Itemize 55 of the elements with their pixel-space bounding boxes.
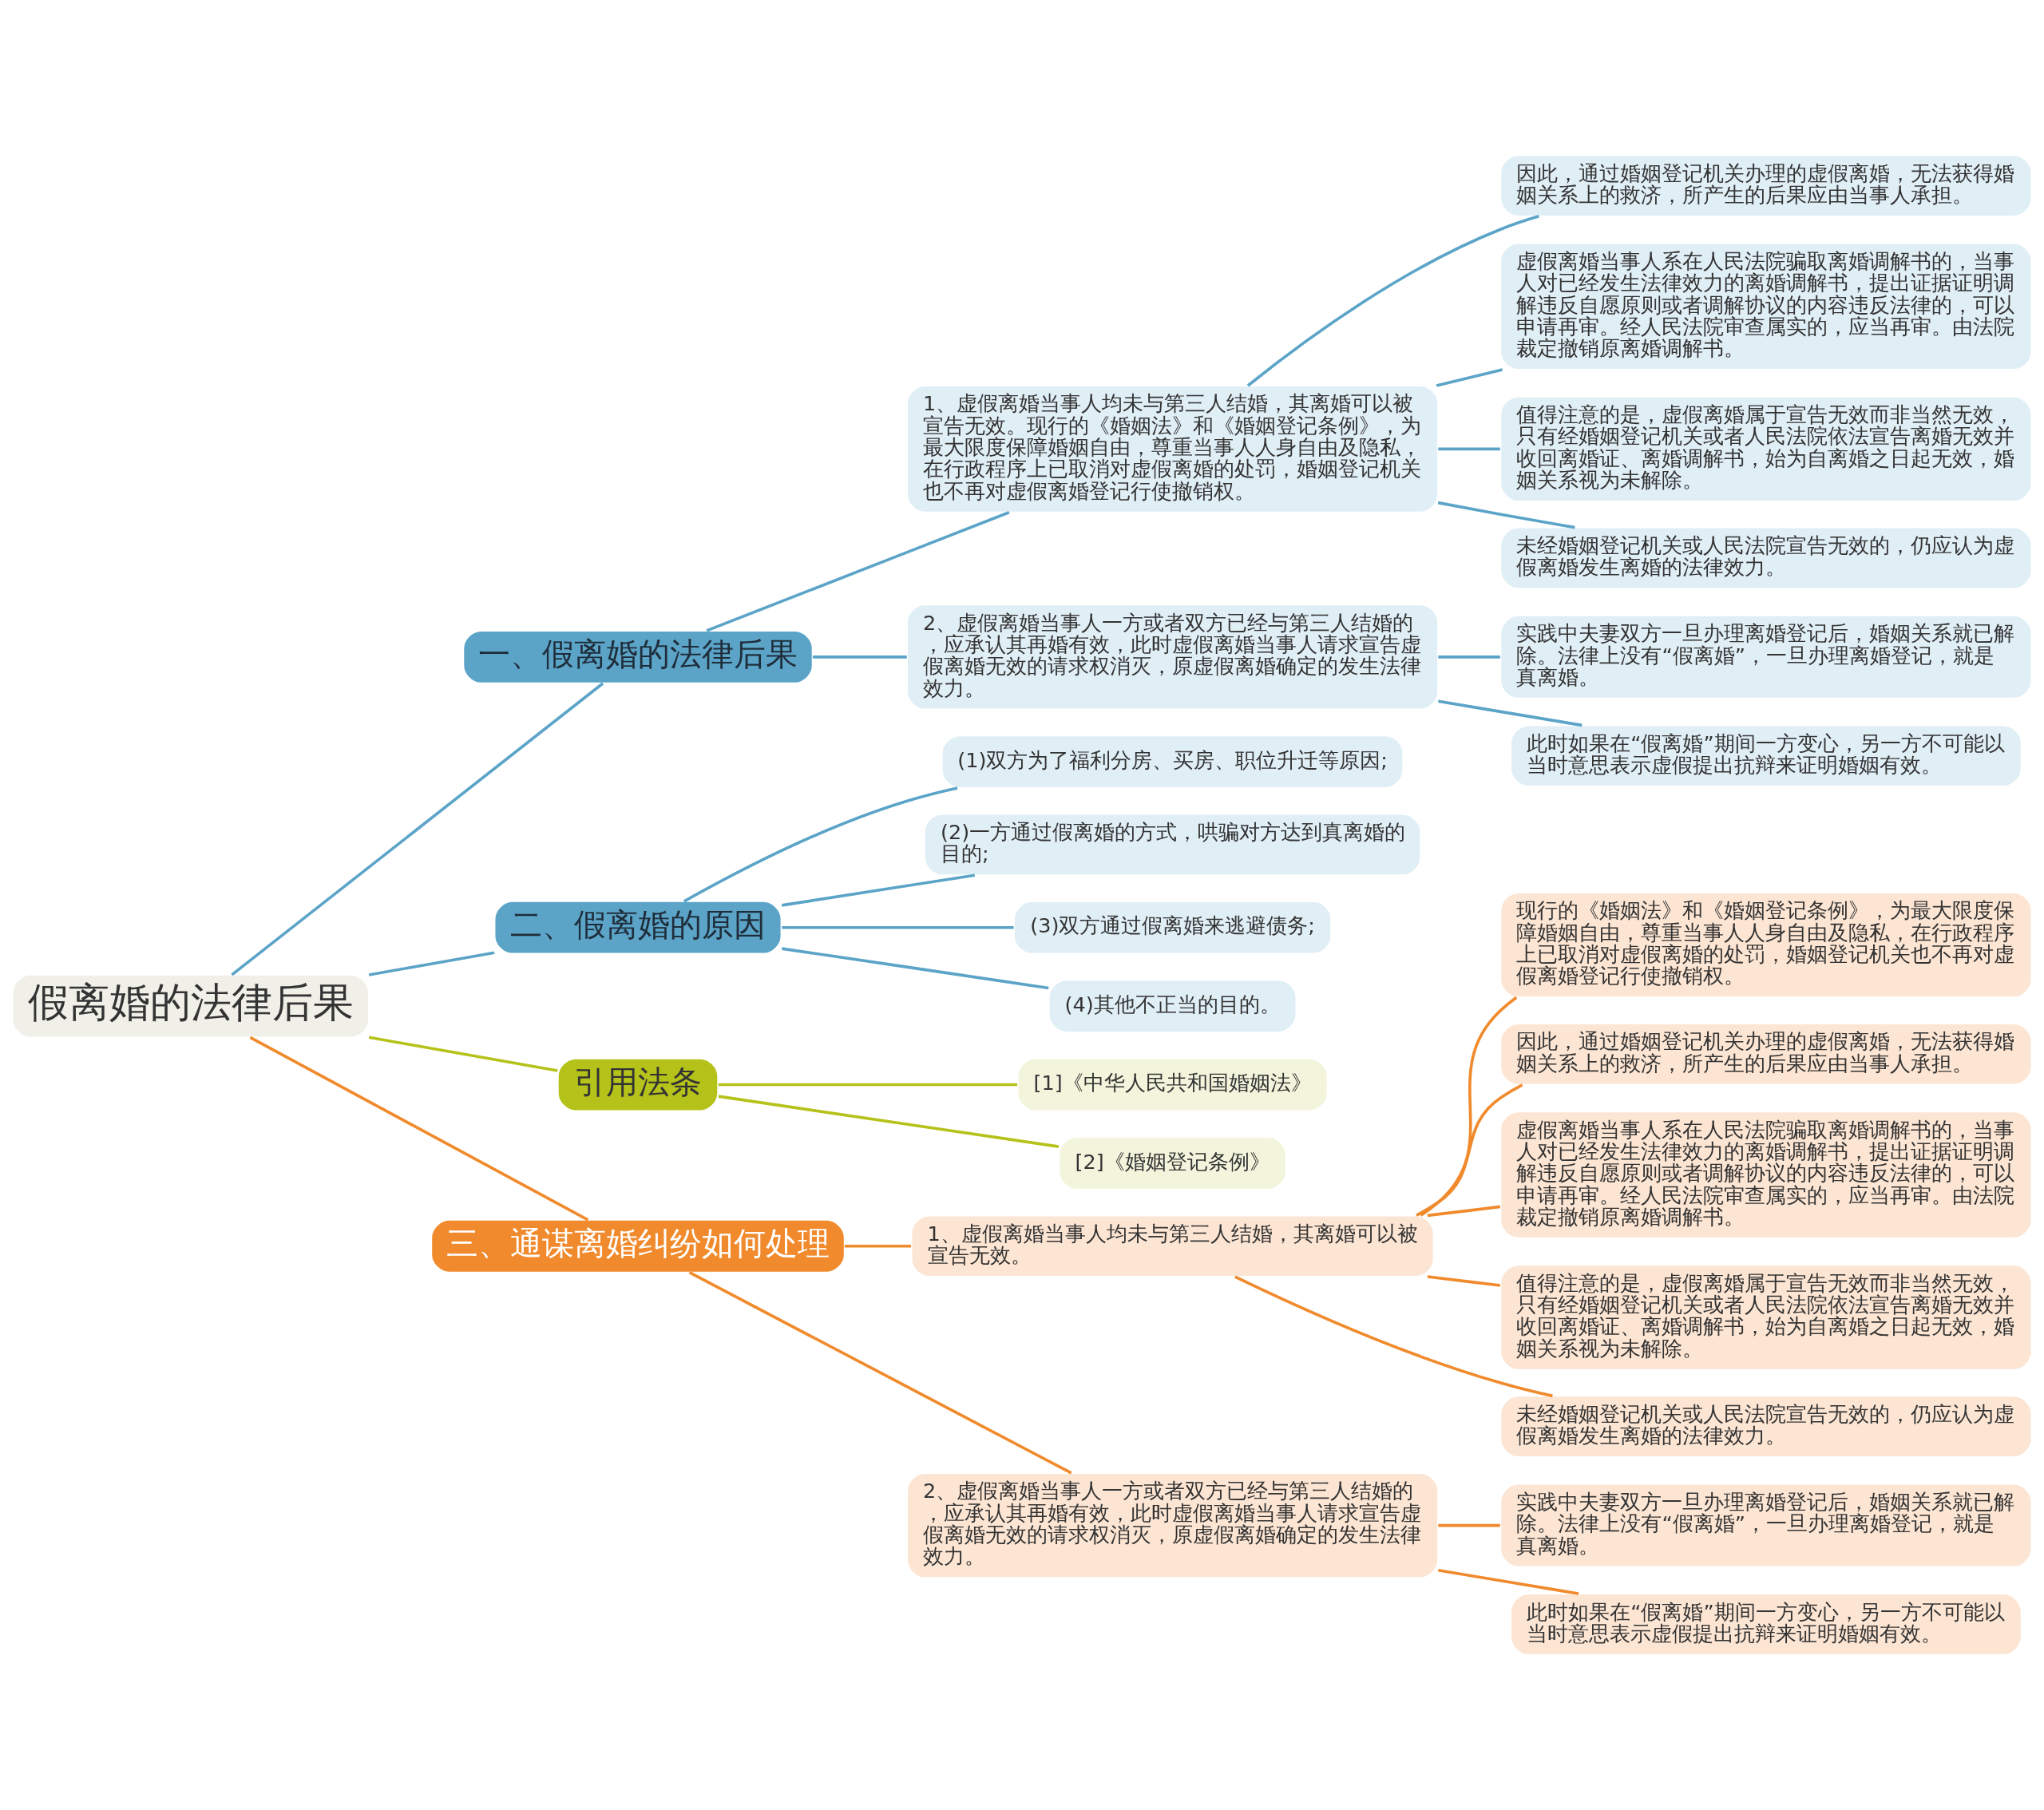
- connector: [249, 1036, 589, 1222]
- node-box: 1、虚假离婚当事人均未与第三人结婚，其离婚可以被宣告无效。现行的《婚姻法》和《婚姻登记条例》，为最大限度保障婚姻自由，尊重当事人人身自由及隐私，在行政程序上已取消对虚假离婚的处罚，婚姻登记机关也不再对虚假离婚登记行使撤销权。: [906, 385, 1439, 513]
- node-box: 值得注意的是，虚假离婚属于宣告无效而非当然无效，只有经婚姻登记机关或者人民法院依法宣告离婚无效并收回离婚证、离婚调解书，始为自离婚之日起无效，婚姻关系视为未解除。: [1499, 1264, 2033, 1371]
- node-box: (3)双方通过假离婚来逃避债务;: [1013, 901, 1333, 955]
- node-box: (1)双方为了福利分房、买房、职位升迁等原因;: [941, 735, 1404, 789]
- node-box: 引用法条: [557, 1057, 719, 1112]
- connector: [1438, 1568, 1579, 1595]
- connector: [368, 1036, 558, 1072]
- connector: [1420, 996, 1518, 1217]
- connector: [368, 951, 495, 976]
- node-box: 1、虚假离婚当事人均未与第三人结婚，其离婚可以被宣告无效。: [910, 1214, 1435, 1277]
- node-box: 现行的《婚姻法》和《婚姻登记条例》，为最大限度保障婚姻自由，尊重当事人人身自由及隐私，在行政程序上已取消对虚假离婚的处罚，婚姻登记机关也不再对虚假离婚登记行使撤销权。: [1499, 892, 2033, 999]
- connector: [1438, 1523, 1500, 1527]
- connector: [844, 1244, 911, 1248]
- node-box: 2、虚假离婚当事人一方或者双方已经与第三人结婚的，应承认其再婚有效，此时虚假离婚当事人请求宣告虚假离婚无效的请求权消灭，原虚假离婚确定的发生法律效力。: [906, 1472, 1439, 1579]
- connector: [1438, 699, 1583, 727]
- connector: [1427, 1205, 1501, 1218]
- connector: [1416, 1083, 1523, 1217]
- connector: [1436, 368, 1503, 387]
- connector: [718, 1095, 1060, 1148]
- node-box: 未经婚姻登记机关或人民法院宣告无效的，仍应认为虚假离婚发生离婚的法律效力。: [1499, 1395, 2033, 1458]
- connector: [1246, 215, 1539, 387]
- node-box: 因此，通过婚姻登记机关办理的虚假离婚，无法获得婚姻关系上的救济，所产生的后果应由当事人承担。: [1499, 1023, 2033, 1086]
- connector: [812, 655, 907, 659]
- connector: [782, 873, 976, 907]
- connector: [1438, 655, 1500, 659]
- connector: [231, 682, 604, 976]
- node-box: 此时如果在“假离婚”期间一方变心，另一方不可能以当时意思表示虚假提出抗辩来证明婚姻有效。: [1510, 1593, 2022, 1656]
- connector: [683, 786, 958, 903]
- node-box: 2、虚假离婚当事人一方或者双方已经与第三人结婚的，应承认其再婚有效，此时虚假离婚当事人请求宣告虚假离婚无效的请求权消灭，原虚假离婚确定的发生法律效力。: [906, 604, 1439, 711]
- node-box: (4)其他不正当的目的。: [1048, 979, 1297, 1033]
- connector: [718, 1083, 1018, 1087]
- node-box: 虚假离婚当事人系在人民法院骗取离婚调解书的，当事人对已经发生法律效力的离婚调解书，提出证据证明调解违反自愿原则或者调解协议的内容违反法律的，可以申请再审。经人民法院审查属实的，应当再审。由法院裁定撤销原离婚调解书。: [1499, 1111, 2033, 1239]
- node-box: 虚假离婚当事人系在人民法院骗取离婚调解书的，当事人对已经发生法律效力的离婚调解书，提出证据证明调解违反自愿原则或者调解协议的内容违反法律的，可以申请再审。经人民法院审查属实的，应当再审。由法院裁定撤销原离婚调解书。: [1499, 242, 2033, 370]
- connector: [1234, 1275, 1553, 1398]
- node-box: 二、假离婚的原因: [493, 901, 782, 955]
- node-box: 未经婚姻登记机关或人民法院宣告无效的，仍应认为虚假离婚发生离婚的法律效力。: [1499, 526, 2033, 590]
- connector: [1437, 501, 1575, 529]
- connector: [782, 925, 1014, 929]
- connector: [1438, 447, 1500, 451]
- node-box: 实践中夫妻双方一旦办理离婚登记后，婚姻关系就已解除。法律上没有“假离婚”，一旦办理离婚登记，就是真离婚。: [1499, 1483, 2033, 1568]
- node-box: 值得注意的是，虚假离婚属于宣告无效而非当然无效，只有经婚姻登记机关或者人民法院依法宣告离婚无效并收回离婚证、离婚调解书，始为自离婚之日起无效，婚姻关系视为未解除。: [1499, 395, 2033, 502]
- node-box: 三、通谋离婚纠纷如何处理: [430, 1219, 846, 1273]
- connector: [1427, 1275, 1501, 1287]
- connector: [706, 511, 1010, 632]
- connector: [782, 947, 1049, 990]
- node-box: 此时如果在“假离婚”期间一方变心，另一方不可能以当时意思表示虚假提出抗辩来证明婚姻有效。: [1510, 724, 2022, 787]
- node-box: 因此，通过婚姻登记机关办理的虚假离婚，无法获得婚姻关系上的救济，所产生的后果应由当事人承担。: [1499, 154, 2033, 217]
- node-box: (2)一方通过假离婚的方式，哄骗对方达到真离婚的目的;: [924, 813, 1422, 877]
- node-box: 假离婚的法律后果: [11, 974, 370, 1039]
- node-box: [1]《中华人民共和国婚姻法》: [1016, 1057, 1329, 1112]
- node-box: 一、假离婚的法律后果: [462, 630, 814, 684]
- node-box: 实践中夫妻双方一旦办理离婚登记后，婚姻关系就已解除。法律上没有“假离婚”，一旦办理离婚登记，就是真离婚。: [1499, 615, 2033, 699]
- connector: [688, 1271, 1072, 1475]
- node-box: [2]《婚姻登记条例》: [1058, 1136, 1287, 1190]
